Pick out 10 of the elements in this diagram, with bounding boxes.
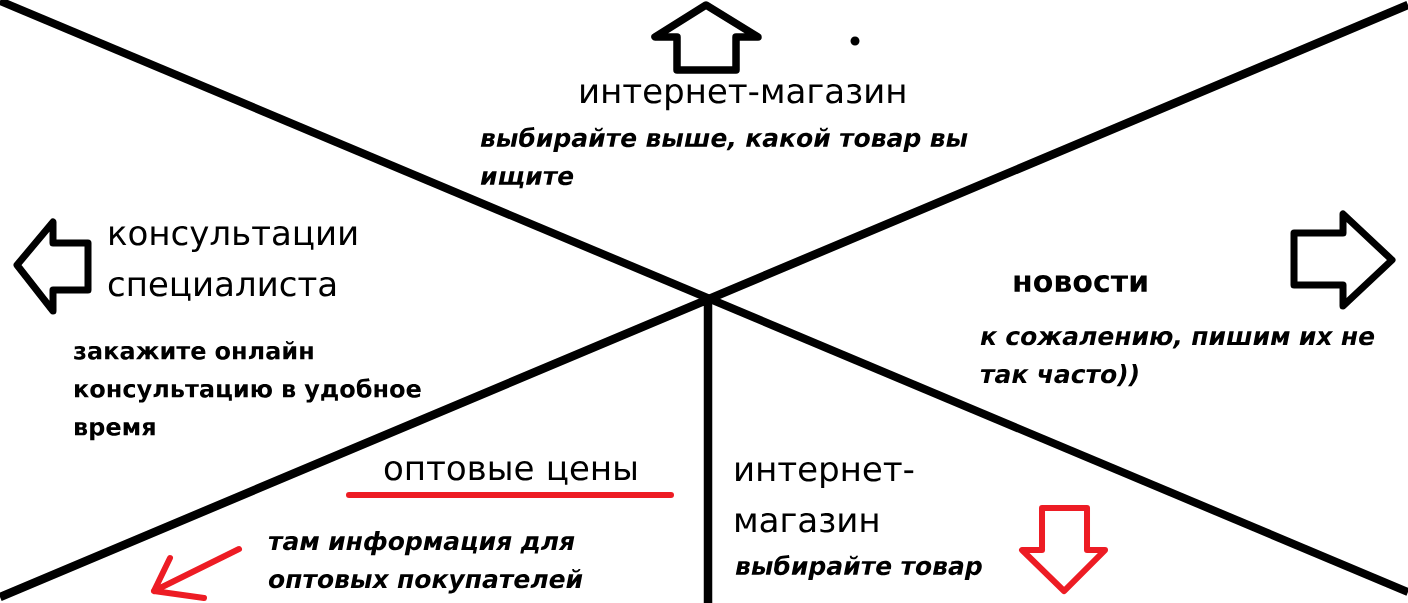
- description-text: выбирайте выше, какой товар вы ищите: [480, 127, 968, 189]
- section-heading: интернет-магазин: [736, 462, 914, 533]
- description-text: закажите онлайн консультацию в удобное время: [74, 341, 421, 441]
- section-heading: консультации специалиста: [108, 226, 357, 301]
- section-heading: интернет-магазин: [581, 84, 905, 111]
- description-text: к сожалению, пишим их не так часто)): [980, 331, 1375, 387]
- section-heading: новости: [1014, 275, 1147, 293]
- section-heading: оптовые цены: [384, 461, 636, 485]
- description-text: выбирайте товар: [735, 555, 982, 581]
- description-text: там информация для оптовых покупателей: [268, 531, 583, 594]
